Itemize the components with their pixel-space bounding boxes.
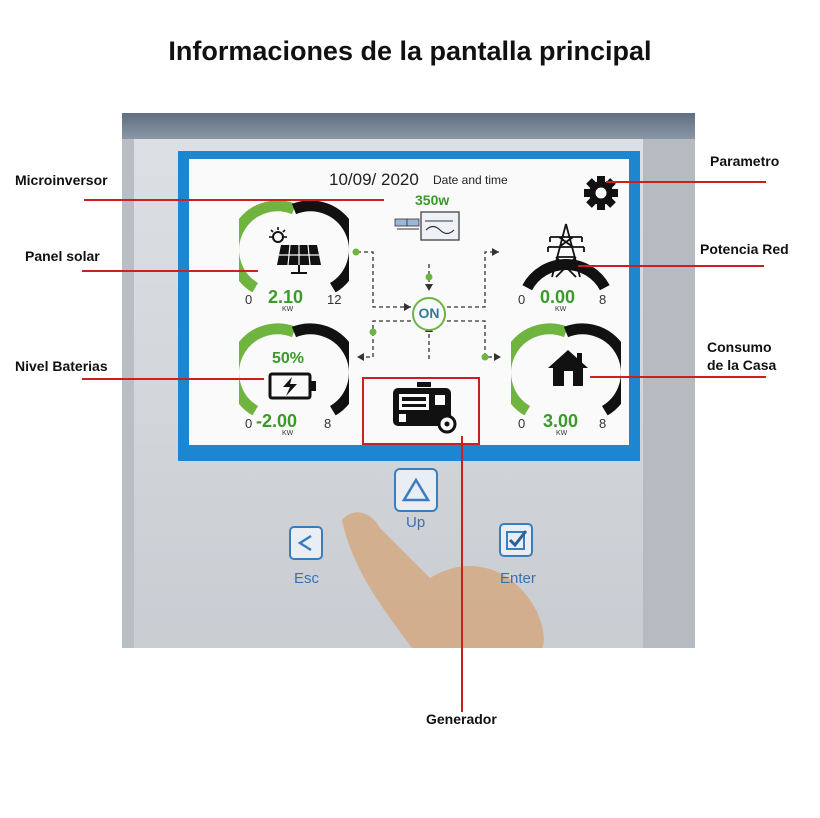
grid-max: 8 [599, 292, 607, 307]
enter-button[interactable] [499, 523, 533, 557]
house-icon [548, 350, 588, 386]
label-parametro: Parametro [710, 153, 780, 169]
label-microinversor: Microinversor [15, 172, 108, 188]
on-status-indicator [412, 297, 446, 331]
leader-consumo [590, 376, 766, 378]
date-caption: Date and time [433, 173, 508, 187]
load-min: 0 [518, 416, 526, 431]
load-unit: KW [556, 430, 568, 437]
battery-max: 8 [324, 416, 332, 431]
grid-unit: KW [555, 306, 567, 313]
battery-gauge [239, 323, 349, 416]
finger-photo [342, 512, 544, 648]
up-button-label: Up [406, 514, 426, 531]
load-gauge [511, 323, 621, 416]
leader-nivel-baterias [82, 378, 264, 380]
back-arrow-icon [297, 534, 312, 552]
solar-max: 12 [327, 292, 342, 307]
up-triangle-icon [401, 477, 431, 502]
power-tower-icon [547, 223, 585, 278]
screen-frame: 10/09/ 2020 Date and time 350w [178, 151, 640, 461]
device-top-bar [122, 113, 695, 139]
date-display: 10/09/ 2020 [329, 170, 419, 189]
leader-panel-solar [82, 270, 258, 272]
label-potencia-red: Potencia Red [700, 241, 789, 257]
solar-unit: KW [282, 306, 294, 313]
enter-button-label: Enter [500, 570, 536, 587]
energy-flow-lines [352, 248, 501, 361]
label-generador: Generador [426, 711, 497, 727]
gear-icon[interactable] [581, 173, 621, 213]
esc-button-label: Esc [294, 570, 320, 587]
grid-gauge [522, 258, 610, 291]
check-box-icon [506, 530, 528, 550]
leader-generador [461, 436, 463, 712]
label-panel-solar: Panel solar [25, 248, 100, 264]
main-screen: 10/09/ 2020 Date and time 350w [189, 159, 629, 445]
load-value: 3.00 [543, 411, 579, 431]
leader-potencia-red [578, 265, 764, 267]
device-right-edge [643, 139, 695, 648]
load-max: 8 [599, 416, 607, 431]
battery-charging-icon [268, 372, 316, 400]
solar-gauge [239, 200, 349, 293]
solar-value: 2.10 [268, 287, 304, 307]
grid-min: 0 [518, 292, 526, 307]
page-title: Informaciones de la pantalla principal [168, 36, 652, 66]
inverter-device-panel: Up Esc Enter [122, 113, 695, 648]
generator-highlight-box [362, 377, 480, 445]
battery-value: -2.00 [256, 411, 298, 431]
leader-parametro [606, 181, 766, 183]
leader-microinversor [84, 199, 384, 201]
battery-unit: KW [282, 430, 294, 437]
label-consumo-line1: Consumo [707, 339, 772, 355]
esc-button[interactable] [289, 526, 323, 560]
device-left-edge [122, 139, 134, 648]
solar-min: 0 [245, 292, 253, 307]
label-consumo-line2: de la Casa [707, 357, 777, 373]
battery-min: 0 [245, 416, 253, 431]
microinverter-power: 350w [415, 192, 450, 208]
microinverter-icon [394, 211, 460, 241]
generator-icon [393, 382, 457, 434]
grid-value: 0.00 [540, 287, 576, 307]
up-button[interactable] [394, 468, 438, 512]
on-status-label: ON [418, 305, 440, 321]
battery-soc: 50% [272, 350, 305, 367]
label-nivel-baterias: Nivel Baterias [15, 358, 108, 374]
solar-panel-icon [269, 227, 321, 274]
